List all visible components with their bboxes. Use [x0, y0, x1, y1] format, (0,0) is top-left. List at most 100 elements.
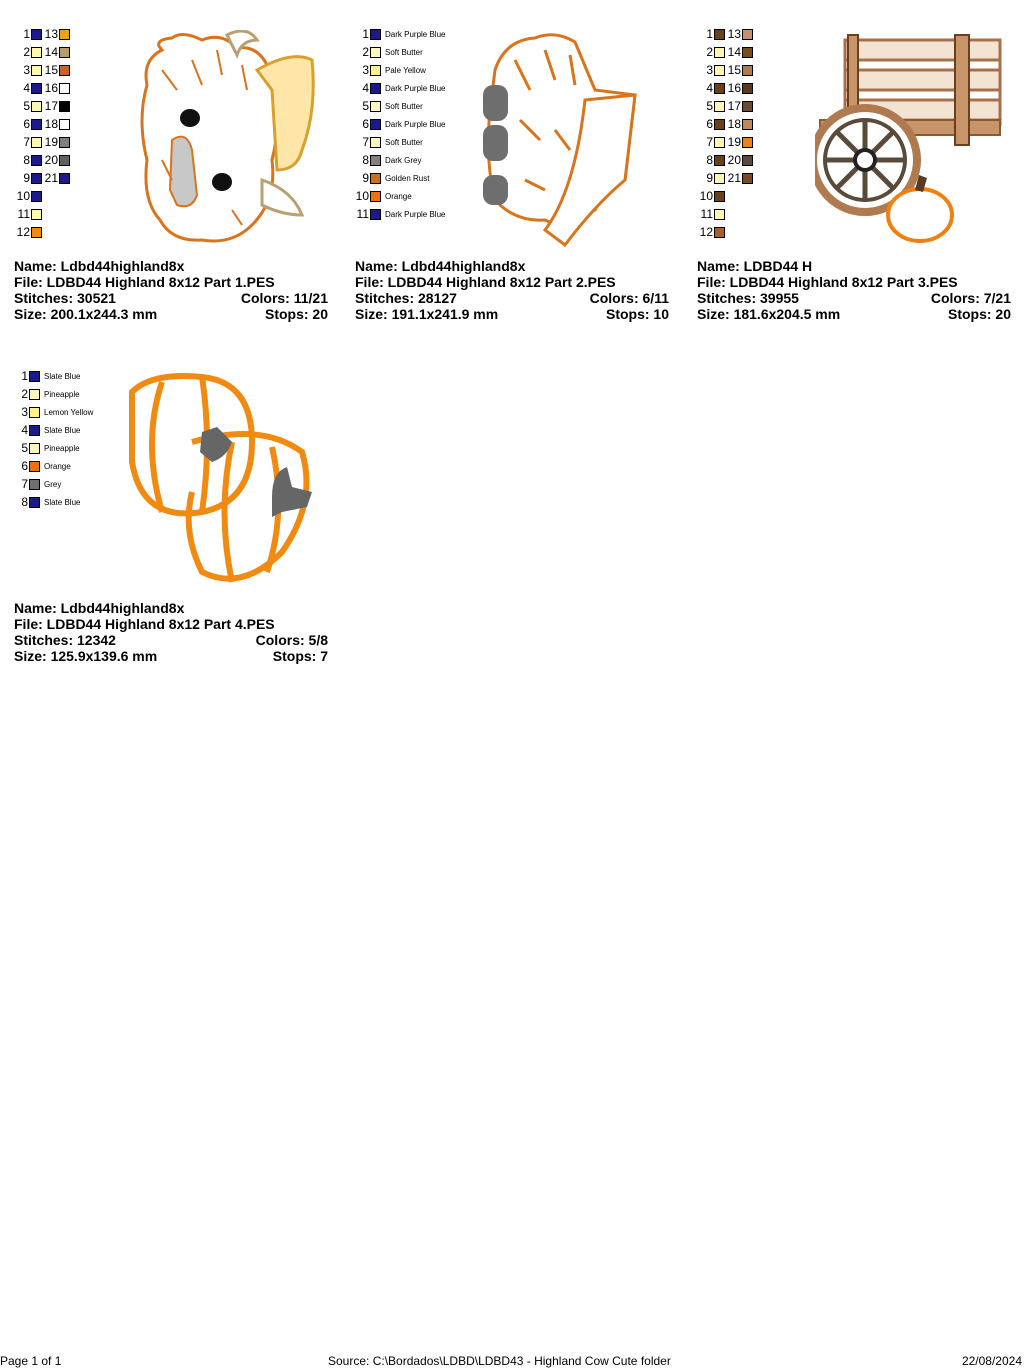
- color-swatch: [29, 424, 40, 436]
- color-swatch: [31, 136, 42, 148]
- color-index: 21: [727, 171, 741, 185]
- stitches-count: Stitches: 30521: [14, 290, 116, 306]
- design-size: Size: 125.9x139.6 mm: [14, 648, 158, 664]
- color-swatch-row: 12: [14, 223, 70, 241]
- color-swatch-row: 4 16: [14, 79, 70, 97]
- color-index: 12: [699, 225, 713, 239]
- color-swatch-row: 10: [697, 187, 753, 205]
- design-size: Size: 191.1x241.9 mm: [355, 306, 499, 322]
- design-file: File: LDBD44 Highland 8x12 Part 4.PES: [14, 616, 275, 632]
- color-name: Pale Yellow: [385, 65, 426, 75]
- color-index: 20: [44, 153, 58, 167]
- color-swatch: [742, 64, 753, 76]
- color-index: 17: [44, 99, 58, 113]
- color-swatch: [742, 172, 753, 184]
- color-index: 20: [727, 153, 741, 167]
- color-swatch: [370, 100, 381, 112]
- color-swatch: [31, 172, 42, 184]
- color-index: 3: [362, 63, 369, 77]
- color-swatch-row: 2 Soft Butter: [355, 43, 445, 61]
- color-index: 18: [44, 117, 58, 131]
- color-index: 10: [16, 189, 30, 203]
- color-swatch: [31, 82, 42, 94]
- color-swatch: [31, 190, 42, 202]
- color-swatch: [370, 172, 381, 184]
- color-index: 8: [706, 153, 713, 167]
- color-index: 17: [727, 99, 741, 113]
- source-path: Source: C:\Bordados\LDBD\LDBD43 - Highla…: [328, 1354, 671, 1368]
- color-index: 4: [21, 423, 28, 437]
- color-index: 16: [44, 81, 58, 95]
- color-index: 7: [362, 135, 369, 149]
- color-name: Lemon Yellow: [44, 407, 94, 417]
- page-number: Page 1 of 1: [0, 1354, 62, 1368]
- stops-count: Stops: 10: [605, 306, 669, 322]
- color-swatch: [742, 154, 753, 166]
- color-index: 1: [706, 27, 713, 41]
- color-index: 8: [362, 153, 369, 167]
- color-index: 6: [23, 117, 30, 131]
- color-swatch: [370, 136, 381, 148]
- design-name: Name: Ldbd44highland8x: [355, 258, 526, 274]
- color-swatch-row: 4 16: [697, 79, 753, 97]
- design-info: Name: Ldbd44highland8x File: LDBD44 High…: [14, 600, 328, 664]
- color-index: 19: [44, 135, 58, 149]
- color-swatch: [31, 208, 42, 220]
- color-index: 5: [23, 99, 30, 113]
- color-index: 19: [727, 135, 741, 149]
- color-swatch: [714, 118, 725, 130]
- color-index: 2: [706, 45, 713, 59]
- color-name: Soft Butter: [385, 47, 423, 57]
- color-swatch: [714, 64, 725, 76]
- color-swatch: [59, 136, 70, 148]
- color-swatch: [714, 82, 725, 94]
- colors-count: Colors: 5/8: [255, 632, 328, 648]
- color-swatch: [31, 118, 42, 130]
- color-swatch: [29, 406, 40, 418]
- color-swatch: [714, 172, 725, 184]
- color-index: 2: [362, 45, 369, 59]
- color-index: 6: [706, 117, 713, 131]
- color-swatch: [59, 28, 70, 40]
- design-file: File: LDBD44 Highland 8x12 Part 3.PES: [697, 274, 958, 290]
- stops-count: Stops: 20: [947, 306, 1011, 322]
- color-index: 4: [706, 81, 713, 95]
- color-index: 6: [362, 117, 369, 131]
- color-swatch: [370, 64, 381, 76]
- color-index: 3: [706, 63, 713, 77]
- color-swatch: [370, 82, 381, 94]
- color-swatch: [59, 172, 70, 184]
- color-index: 21: [44, 171, 58, 185]
- color-swatch-row: 2 14: [697, 43, 753, 61]
- design-info: Name: Ldbd44highland8x File: LDBD44 High…: [14, 258, 328, 322]
- color-swatch: [29, 460, 40, 472]
- highland-cow-head-preview: [140, 30, 315, 243]
- design-size: Size: 200.1x244.3 mm: [14, 306, 158, 322]
- color-name: Golden Rust: [385, 173, 430, 183]
- color-swatch: [714, 136, 725, 148]
- design-size: Size: 181.6x204.5 mm: [697, 306, 841, 322]
- colors-count: Colors: 6/11: [589, 290, 669, 306]
- color-index: 16: [727, 81, 741, 95]
- color-swatch: [714, 28, 725, 40]
- color-swatch: [59, 46, 70, 58]
- color-index: 1: [23, 27, 30, 41]
- color-index: 14: [727, 45, 741, 59]
- color-index: 4: [23, 81, 30, 95]
- color-index: 14: [44, 45, 58, 59]
- design-info: Name: LDBD44 H File: LDBD44 Highland 8x1…: [697, 258, 1011, 322]
